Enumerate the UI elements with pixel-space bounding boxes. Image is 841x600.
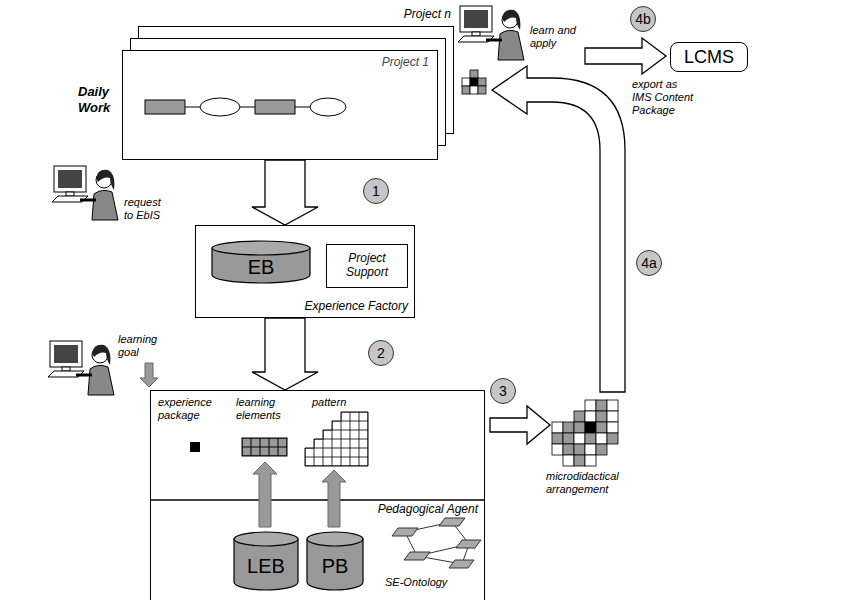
learning-elements-grid — [242, 438, 287, 456]
block-arrow — [490, 406, 550, 444]
divider-line — [150, 499, 485, 500]
node-text: Project n — [404, 8, 451, 22]
callout-number: 3 — [490, 378, 516, 404]
experience-package-icon — [190, 442, 200, 452]
project-box: Project 1 — [122, 50, 438, 160]
person-at-computer — [48, 341, 114, 395]
callout-number: 2 — [368, 340, 394, 366]
ontology-network — [392, 518, 481, 568]
node-text: PB — [322, 555, 349, 578]
node-text: Project 1 — [382, 56, 429, 70]
experience-factory-box: Experience Factory EB Project Support — [195, 225, 415, 318]
curved-block-arrow — [492, 66, 625, 392]
item-label: microdidactical arrangement — [546, 470, 641, 496]
item-label: pattern — [312, 396, 362, 409]
up-arrow — [253, 462, 277, 527]
item-label: learning elements — [236, 396, 292, 422]
note-text: export as IMS Content Package — [632, 78, 698, 118]
database-cylinder: PB — [306, 531, 364, 591]
process-box: Project Support — [326, 244, 408, 288]
up-arrow — [322, 470, 346, 527]
callout-number: 4b — [630, 6, 656, 32]
node-text: LEB — [247, 555, 285, 578]
arrangement-icon — [462, 70, 486, 94]
side-heading: Daily Work — [78, 84, 120, 115]
small-down-arrow — [140, 363, 158, 387]
item-label: experience package — [158, 396, 218, 422]
database-cylinder: EB — [211, 240, 311, 284]
system-box: LCMS — [670, 42, 748, 72]
block-arrow — [585, 38, 666, 74]
node-text: LCMS — [684, 47, 734, 68]
block-arrow — [252, 160, 318, 225]
node-text: Pedagogical Agent — [378, 503, 478, 517]
note-text: request to EbIS — [124, 196, 168, 222]
node-text: EB — [248, 256, 275, 279]
block-arrow — [252, 318, 318, 390]
agent-box: Pedagogical AgentLEB PB — [150, 390, 485, 600]
item-label: SE-Ontology — [385, 576, 485, 589]
note-text: learn and apply — [530, 24, 582, 50]
database-cylinder: LEB — [233, 531, 299, 591]
pattern-grid — [305, 412, 368, 466]
node-text: Project Support — [327, 252, 407, 280]
callout-number: 1 — [363, 178, 389, 204]
person-at-computer — [52, 166, 118, 220]
node-text: Experience Factory — [305, 300, 408, 314]
callout-number: 4a — [636, 250, 662, 276]
arrangement-grid — [552, 400, 618, 466]
person-at-computer — [458, 6, 524, 60]
note-text: learning goal — [118, 333, 164, 359]
